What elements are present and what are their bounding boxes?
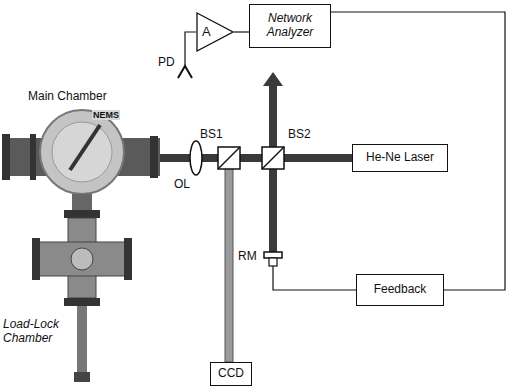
splitter-label: BS2: [288, 128, 311, 142]
viewport: [71, 248, 93, 270]
beam-arrow: [263, 72, 283, 86]
objective-lens: [190, 141, 202, 175]
laser-beam: [160, 154, 352, 162]
detector-label: PD: [158, 56, 175, 70]
chamber-label: Main Chamber: [28, 90, 107, 104]
beam-splitter: [262, 147, 284, 169]
lens-label: OL: [174, 178, 190, 192]
transfer-rod: [77, 306, 87, 376]
sample-holder: [70, 125, 100, 170]
mirror-label: RM: [238, 250, 257, 264]
laser-box: He-Ne Laser: [352, 144, 448, 172]
signal-wire: [234, 31, 249, 32]
box-label: Network Analyzer: [255, 12, 325, 40]
flange: [30, 134, 36, 180]
amplifier-label: A: [202, 25, 211, 40]
imaging-beam: [225, 162, 233, 362]
rod-handle: [74, 372, 90, 382]
piezo-mount: [269, 258, 277, 266]
camera-box: CCD: [210, 362, 252, 386]
sample-label: NEMS: [92, 110, 120, 120]
flange: [32, 238, 40, 280]
triangle-outline: [196, 12, 234, 52]
chamber-label: Load-Lock Chamber: [3, 318, 63, 346]
splitter-diagonal: [262, 147, 284, 169]
main-chamber: [40, 110, 124, 194]
load-lock-cross: [38, 242, 126, 276]
flange: [124, 238, 132, 280]
box-label: Feedback: [374, 283, 427, 297]
box-label: CCD: [218, 367, 244, 381]
beam-splitter: [218, 147, 240, 169]
flange: [64, 298, 100, 306]
chamber-window: [52, 122, 112, 182]
splitter-diagonal: [218, 147, 240, 169]
instrument-box: Network Analyzer: [249, 4, 331, 48]
triangle-shape: [197, 13, 233, 51]
detector-wire: [185, 32, 196, 66]
reference-mirror: [264, 252, 282, 258]
flange: [2, 134, 10, 180]
splitter-label: BS1: [200, 128, 223, 142]
flange: [150, 136, 158, 178]
signal-wire: [331, 12, 505, 290]
amplifier-triangle: A: [196, 12, 234, 52]
box-label: He-Ne Laser: [366, 151, 434, 165]
flange: [64, 210, 100, 218]
photodetector-symbol: [178, 66, 192, 78]
connector-tube: [72, 194, 92, 210]
load-lock-body: [68, 218, 96, 298]
feedback-wire: [273, 266, 356, 290]
controller-box: Feedback: [356, 274, 444, 306]
